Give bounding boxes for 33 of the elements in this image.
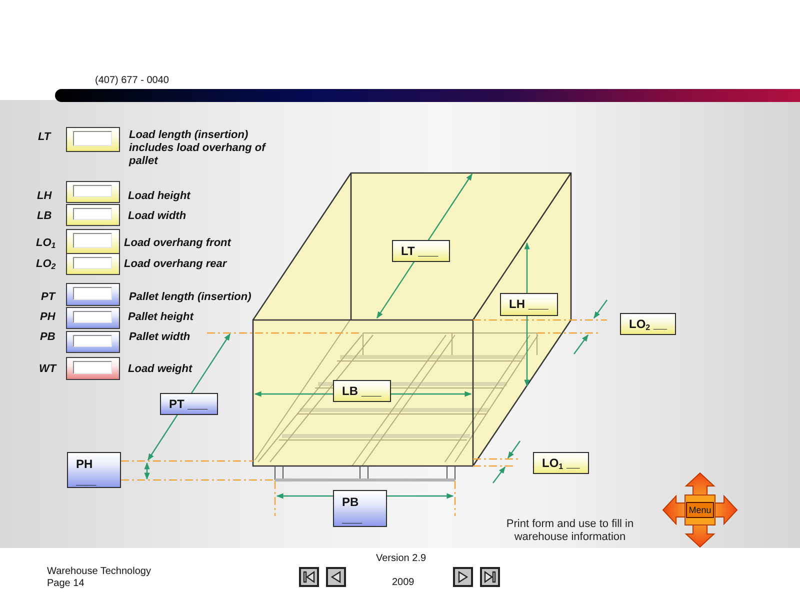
field-description: Pallet height xyxy=(128,311,194,324)
footer-text: Warehouse Technology xyxy=(47,566,151,578)
field-description: Load overhang front xyxy=(124,237,231,250)
field-description: Load length (insertion) includes load overhang of pallet xyxy=(129,129,268,168)
year-text: 2009 xyxy=(392,577,414,589)
field-code: LO$_{2}$ xyxy=(36,258,56,271)
dimension-tag: PB ___ xyxy=(333,490,387,527)
dimension-tag: LH ___ xyxy=(500,293,558,316)
field-code: LT xyxy=(38,131,51,144)
field-description: Pallet length (insertion) xyxy=(129,291,252,304)
dimension-tag: PT ___ xyxy=(160,393,218,415)
field-code: LO$_{1}$ xyxy=(36,237,56,250)
field-code: LH xyxy=(37,190,52,203)
field-code: LB xyxy=(37,210,52,223)
dimension-tag: LO$_{1}$ __ xyxy=(533,452,589,474)
field-description: Load overhang rear xyxy=(124,258,227,271)
page-number: Page 14 xyxy=(47,578,84,590)
field-description: Load width xyxy=(128,210,186,223)
menu-button: Menu xyxy=(686,502,714,518)
field-description: Load height xyxy=(128,190,190,203)
dimension-tag: LO$_{2}$ __ xyxy=(620,313,676,335)
field-code: PH xyxy=(40,311,56,324)
version-text: Version 2.9 xyxy=(376,553,426,565)
field-description: Load weight xyxy=(128,363,192,376)
field-code: PT xyxy=(41,291,56,304)
field-code: PB xyxy=(40,331,56,344)
phone-number: (407) 677 - 0040 xyxy=(95,75,169,87)
dimension-tag: LB ___ xyxy=(333,380,391,402)
dimension-tag: PH ___ xyxy=(67,452,121,488)
field-description: Pallet width xyxy=(129,331,190,344)
field-code: WT xyxy=(39,363,56,376)
dimension-tag: LT ___ xyxy=(392,240,450,262)
instruction-note: Print form and use to fill in warehouse information xyxy=(505,518,635,544)
